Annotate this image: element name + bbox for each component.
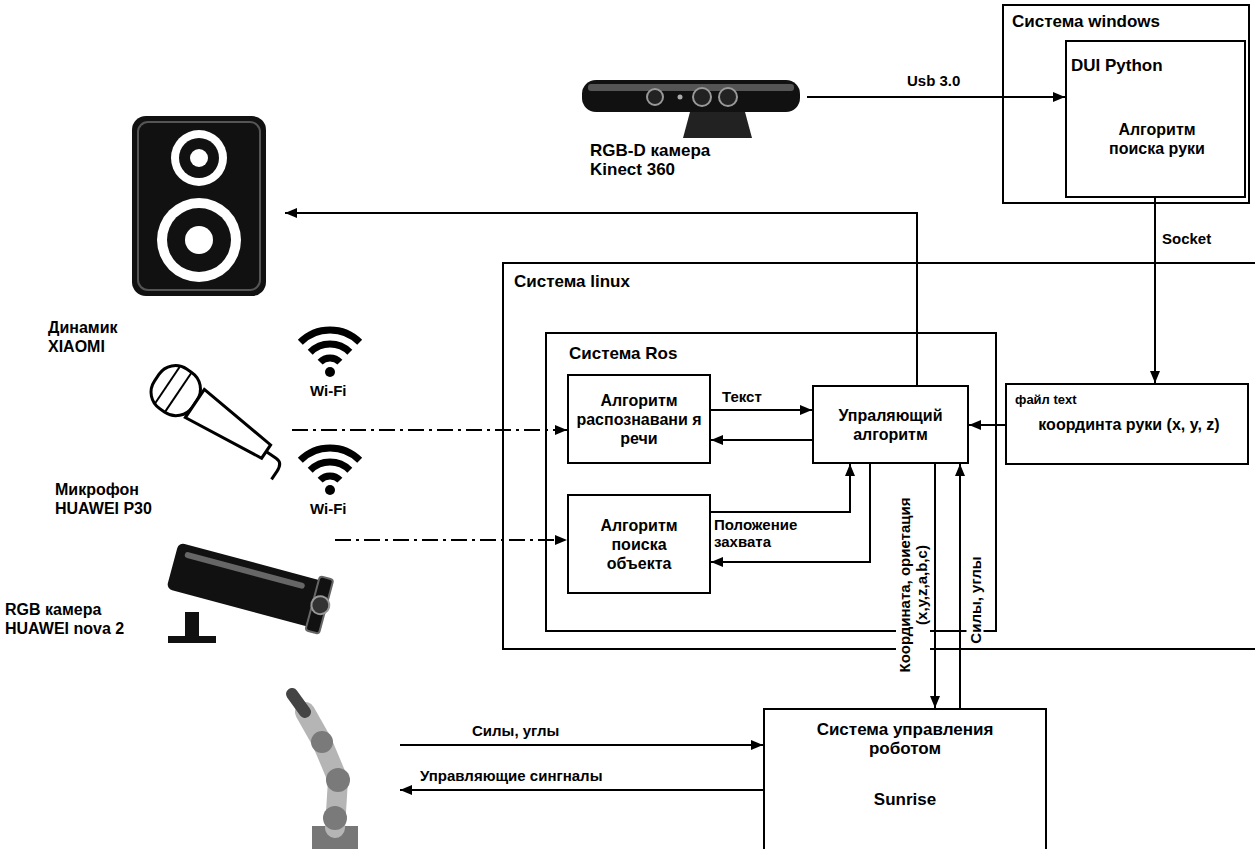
wifi-arc — [310, 462, 350, 470]
node-text: Алгоритм поиска руки — [1092, 120, 1222, 158]
process-box: Упраляющий алгоритм — [812, 385, 969, 464]
node-text: Sunrise — [874, 790, 936, 809]
connector — [1154, 198, 1156, 383]
speaker-rim — [138, 122, 260, 290]
robot-signal-line — [400, 789, 763, 791]
wifi-arc — [320, 358, 340, 362]
device-node: Динамик XIAOMI — [40, 112, 285, 367]
connector-label: Положение захвата — [712, 516, 848, 550]
connector-group — [285, 97, 1155, 708]
camera-illustration — [165, 539, 336, 643]
node-title: Система Ros — [569, 344, 677, 363]
kinect-led — [678, 95, 683, 100]
connector-label: Текст — [720, 388, 764, 405]
robot-signal-line — [400, 744, 763, 746]
robot-flange — [292, 694, 305, 712]
connector-label: Координата, ориетация (x,y,z,a,b,c) — [896, 481, 930, 690]
microphone-illustration — [143, 358, 296, 483]
wifi-icon — [300, 448, 359, 495]
speaker-cone — [179, 138, 219, 178]
robot-joint — [323, 806, 347, 830]
wifi-dot — [325, 367, 335, 377]
system-frame: Система linuxСистема RosАлгоритм распозн… — [502, 262, 1255, 650]
connector — [711, 409, 812, 411]
node-title: RGB камера HUAWEI nova 2 — [5, 600, 150, 638]
connector — [711, 439, 812, 441]
process-box: DUI PythonАлгоритм поиска руки — [1065, 40, 1246, 198]
mic-cord — [255, 452, 283, 480]
mic-grill — [165, 373, 191, 411]
device-node: RGB камера HUAWEI nova 2 — [0, 528, 335, 653]
node-title: Микрофон HUAWEI P30 — [55, 480, 185, 518]
connector — [959, 464, 961, 708]
robot-arm-illustration — [292, 694, 358, 849]
node-title: Система windows — [1012, 12, 1160, 31]
kinect-lens — [719, 88, 737, 106]
wifi-arc — [300, 330, 359, 342]
node-title: DUI Python — [1071, 56, 1163, 75]
device-node: Микрофон HUAWEI P30 — [50, 355, 292, 527]
wifi-label: Wi-Fi — [308, 500, 349, 517]
robot-joint — [326, 768, 350, 792]
connector — [807, 96, 1065, 98]
node-title: Алгоритм поиска объекта — [584, 516, 694, 573]
wifi-dot — [325, 485, 335, 495]
camera-mount — [185, 612, 199, 638]
wifi-label: Wi-Fi — [308, 382, 349, 399]
connector-label: Socket — [1160, 230, 1213, 247]
camera-highlight — [184, 551, 305, 589]
kinect-lens — [693, 88, 711, 106]
camera-mount — [168, 636, 216, 643]
signal-label: Управляющие сингналы — [418, 767, 604, 784]
connector — [711, 464, 850, 512]
node-title: Динамик XIAOMI — [48, 318, 158, 356]
node-title: Упраляющий алгоритм — [818, 406, 963, 444]
signal-label: Силы, углы — [470, 722, 561, 739]
wifi-arc — [320, 476, 340, 480]
kinect-lens — [647, 89, 663, 105]
connector — [335, 539, 567, 541]
node-title: Алгоритм распознавани я речи — [576, 391, 702, 448]
wifi-arc — [310, 344, 350, 352]
connector — [934, 464, 936, 708]
speaker-cone — [171, 130, 227, 186]
connector-label: Usb 3.0 — [905, 72, 962, 89]
process-box: Алгоритм поиска объекта — [567, 494, 711, 594]
node-text: координта руки (x, y, z) — [1029, 415, 1229, 434]
process-box: Алгоритм распознавани я речи — [567, 374, 711, 464]
speaker-body — [132, 116, 266, 296]
speaker-cone — [190, 149, 208, 167]
controller-box: Система управления роботомSunrise — [763, 708, 1047, 849]
node-title: RGB-D камера Kinect 360 — [590, 141, 740, 179]
connector-label: Силы, углы — [967, 554, 984, 645]
connector — [711, 464, 870, 562]
device-node: RGB-D камера Kinect 360 — [575, 75, 807, 187]
speaker-cone — [157, 198, 241, 282]
camera-body — [166, 542, 323, 627]
node-title: Система управления роботом — [805, 720, 1005, 758]
mic-handle — [185, 389, 275, 465]
node-title: Система linux — [514, 272, 630, 291]
wifi-arc — [300, 448, 359, 460]
file-box: файл text координта руки (x, y, z) — [1005, 383, 1249, 465]
camera-hood — [305, 576, 333, 634]
kinect-illustration — [582, 80, 800, 138]
robot-joint — [311, 731, 333, 753]
kinect-body — [582, 80, 800, 112]
connector — [292, 429, 567, 431]
speaker-cone — [185, 226, 213, 254]
speaker-cone — [167, 208, 231, 272]
node-title: файл text — [1015, 390, 1077, 409]
mic-grill — [155, 367, 180, 403]
camera-lens — [309, 594, 331, 616]
speaker-illustration — [132, 116, 266, 296]
connector — [969, 424, 1005, 426]
system-frame: Система windowsDUI PythonАлгоритм поиска… — [1002, 4, 1250, 204]
wifi-icon — [300, 330, 359, 377]
connector — [285, 213, 917, 385]
kinect-stand — [683, 112, 752, 138]
kinect-highlight — [588, 84, 794, 91]
